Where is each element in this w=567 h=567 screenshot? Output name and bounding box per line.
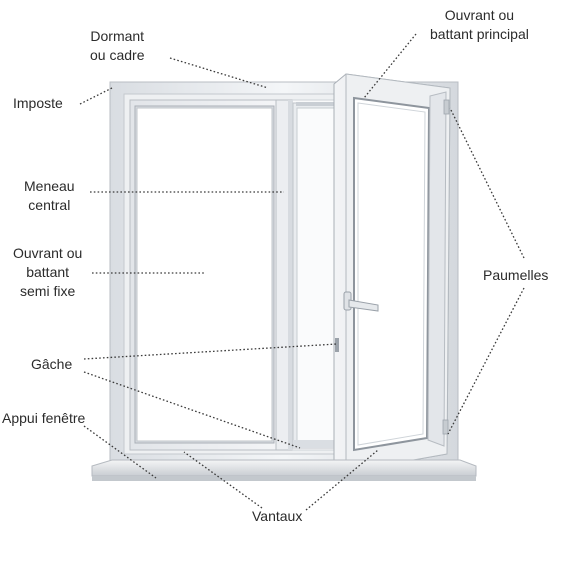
- leader-paumelles-bottom: [447, 287, 525, 435]
- window-sill: [91, 459, 477, 481]
- label-meneau: Meneau central: [24, 177, 75, 215]
- label-paumelles-text: Paumelles: [483, 267, 549, 283]
- label-semi-fixe-line1: Ouvrant ou: [13, 245, 83, 261]
- label-ouvrant-principal-line2: battant principal: [430, 26, 529, 42]
- label-paumelles: Paumelles: [483, 266, 548, 285]
- label-appui-text: Appui fenêtre: [2, 410, 86, 426]
- label-imposte: Imposte: [13, 94, 63, 113]
- leader-gache: [83, 343, 338, 360]
- label-dormant: Dormant ou cadre: [90, 27, 144, 65]
- label-gache-text: Gâche: [31, 356, 73, 372]
- leader-ouvrant-principal: [363, 33, 417, 99]
- label-ouvrant-semi-fixe: Ouvrant ou battant semi fixe: [13, 244, 82, 301]
- keeper: [335, 338, 339, 352]
- leader-paumelles-top: [449, 107, 525, 259]
- label-meneau-line1: Meneau: [24, 178, 75, 194]
- label-dormant-line1: Dormant: [90, 28, 145, 44]
- leader-imposte: [79, 87, 113, 105]
- label-semi-fixe-line3: semi fixe: [20, 283, 76, 299]
- label-imposte-text: Imposte: [13, 95, 63, 111]
- central-mullion: [275, 99, 293, 451]
- label-dormant-line2: ou cadre: [90, 47, 145, 63]
- leader-vantaux-right: [305, 449, 379, 511]
- label-ouvrant-principal-line1: Ouvrant ou: [444, 7, 515, 23]
- label-meneau-line2: central: [28, 197, 71, 213]
- leader-vantaux-a: [83, 371, 301, 449]
- left-sash: [129, 99, 289, 451]
- leader-vantaux-left: [183, 451, 263, 509]
- label-vantaux-text: Vantaux: [252, 508, 303, 524]
- label-gache: Gâche: [31, 355, 72, 374]
- open-main-sash: [333, 73, 451, 473]
- label-semi-fixe-line2: battant: [26, 264, 70, 280]
- label-appui: Appui fenêtre: [2, 409, 85, 428]
- label-vantaux: Vantaux: [252, 507, 302, 526]
- label-ouvrant-principal: Ouvrant ou battant principal: [430, 6, 529, 44]
- leader-lines: [79, 33, 525, 511]
